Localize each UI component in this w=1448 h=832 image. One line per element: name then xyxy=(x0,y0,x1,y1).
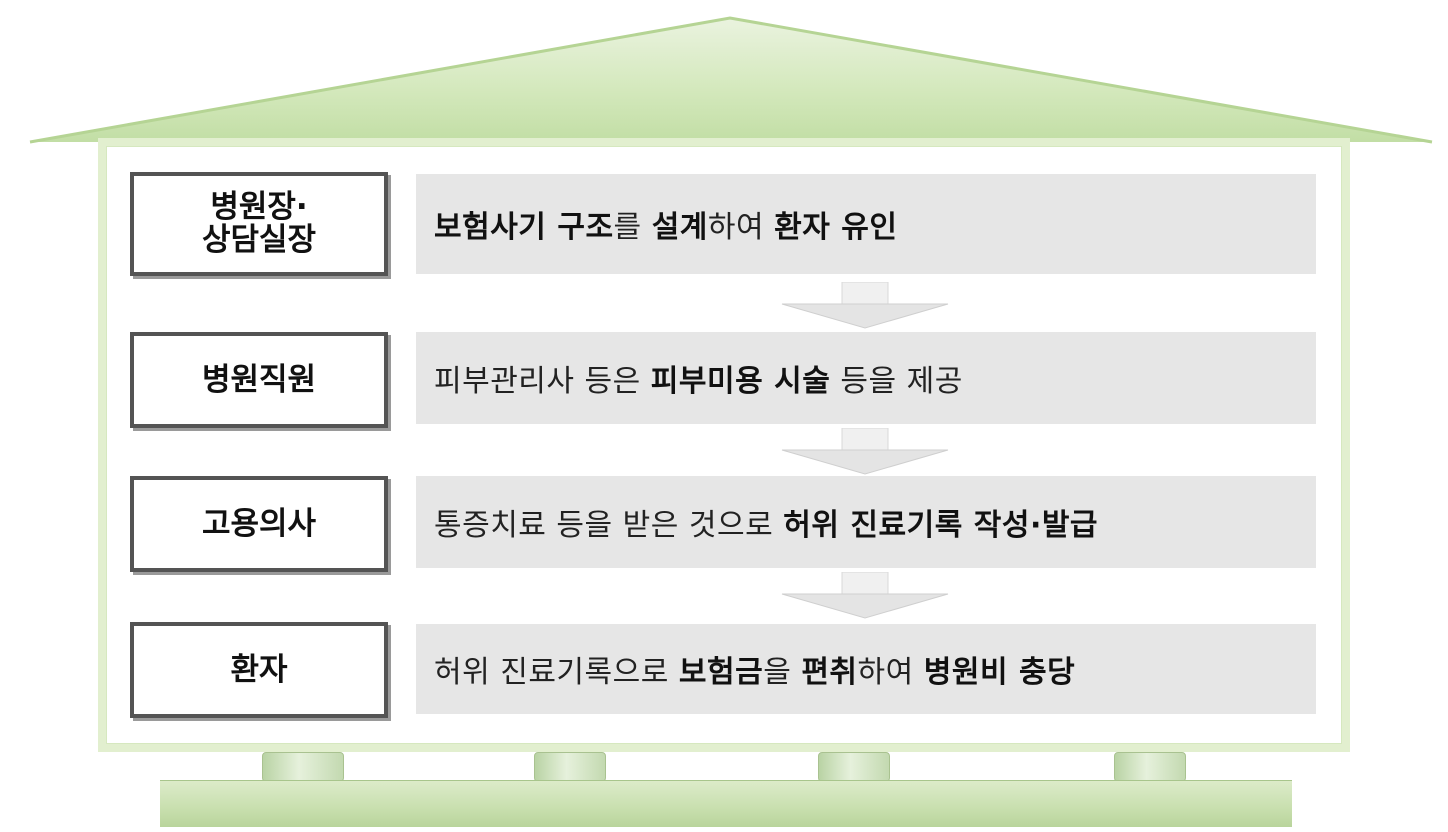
house-foundation xyxy=(160,780,1292,827)
description-emphasis: 허위 진료기록 작성·발급 xyxy=(783,508,1099,543)
description-text: 하여 xyxy=(707,210,775,245)
role-label: 고용의사 xyxy=(201,505,317,542)
description-emphasis: 편취 xyxy=(801,655,858,690)
role-box: 병원장· 상담실장 xyxy=(130,172,388,276)
role-label: 환자 xyxy=(230,651,288,688)
description-text: 등을 제공 xyxy=(830,364,963,399)
house-pillar xyxy=(1114,752,1186,782)
description-text: 허위 진료기록으로 xyxy=(434,655,679,690)
description-text: 를 xyxy=(613,210,652,245)
description-emphasis: 병원비 충당 xyxy=(923,655,1076,690)
description-text: 통증치료 등을 받은 것으로 xyxy=(434,508,784,543)
role-label: 병원직원 xyxy=(201,361,317,398)
down-arrow-icon xyxy=(781,282,949,329)
down-arrow-icon xyxy=(781,572,949,619)
description-text: 피부관리사 등은 xyxy=(434,364,651,399)
description-emphasis: 피부미용 시술 xyxy=(650,364,831,399)
description-emphasis: 보험금 xyxy=(678,655,764,690)
description-text: 을 xyxy=(763,655,802,690)
description-box: 통증치료 등을 받은 것으로 허위 진료기록 작성·발급 xyxy=(416,476,1316,568)
house-roof xyxy=(29,16,1433,144)
description-emphasis: 설계 xyxy=(651,210,708,245)
down-arrow-icon xyxy=(781,428,949,475)
description-emphasis: 보험사기 구조 xyxy=(434,210,614,245)
house-pillar xyxy=(818,752,890,782)
role-box: 고용의사 xyxy=(130,476,388,572)
role-box: 환자 xyxy=(130,622,388,718)
role-label: 병원장· 상담실장 xyxy=(201,189,317,258)
house-pillar xyxy=(262,752,344,782)
description-text: 하여 xyxy=(857,655,924,690)
description-box: 피부관리사 등은 피부미용 시술 등을 제공 xyxy=(416,332,1316,424)
role-box: 병원직원 xyxy=(130,332,388,428)
description-emphasis: 환자 유인 xyxy=(774,210,898,245)
house-pillar xyxy=(534,752,606,782)
